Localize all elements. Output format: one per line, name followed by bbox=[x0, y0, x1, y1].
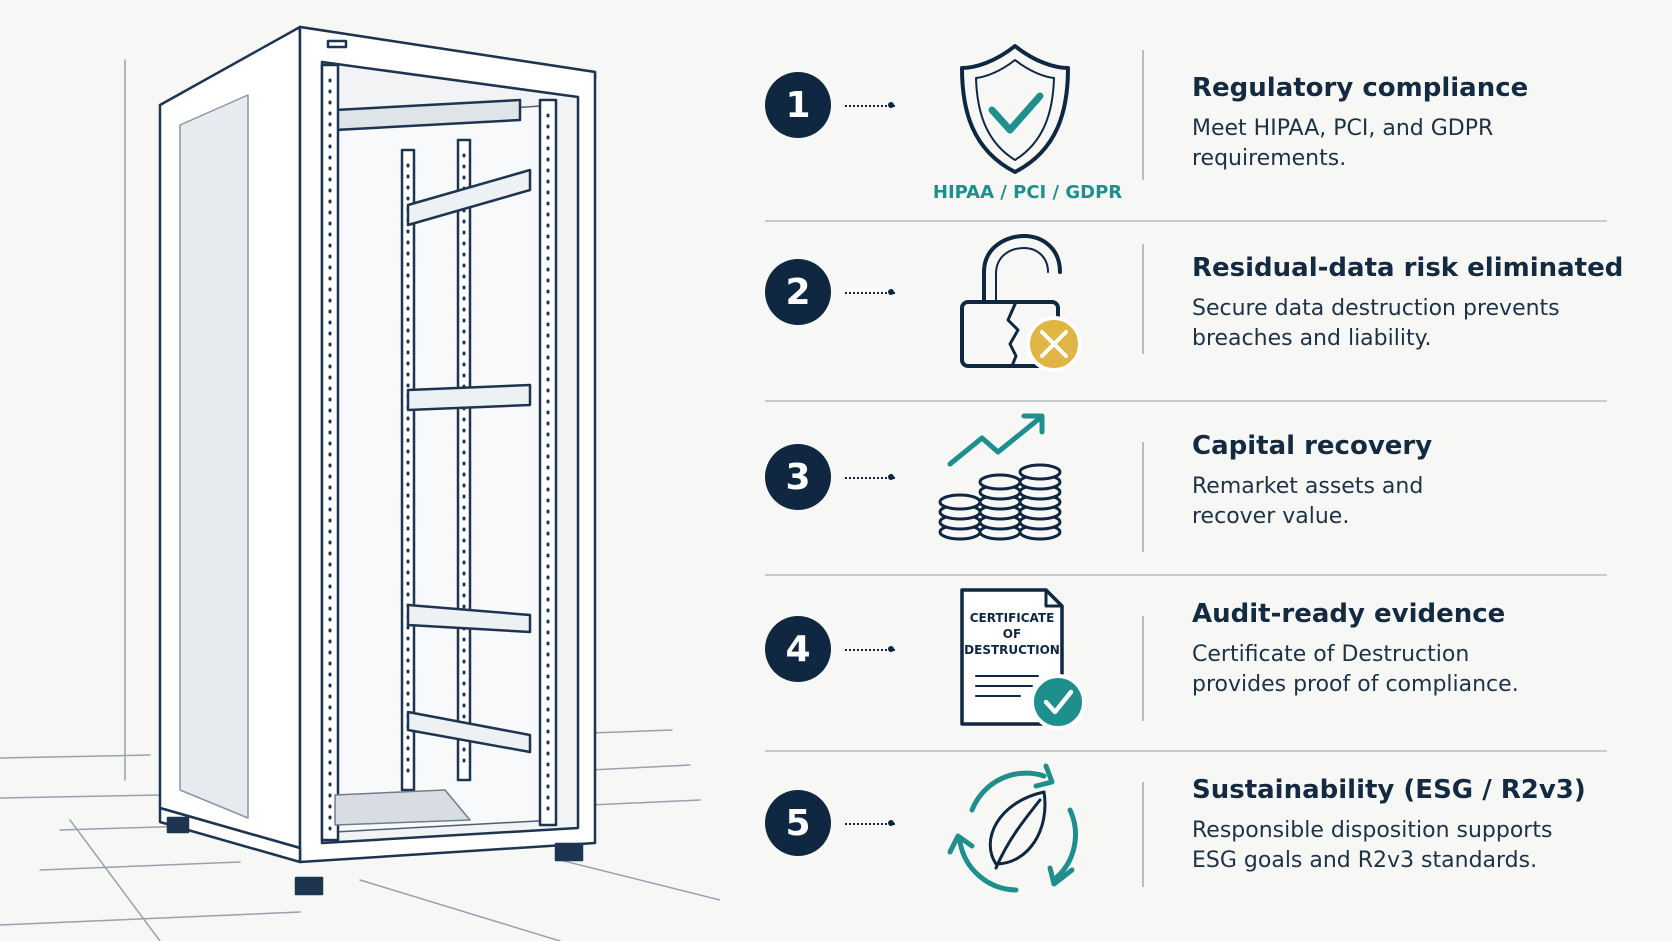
certificate-check-icon: CERTIFICATE OF DESTRUCTION bbox=[920, 584, 1110, 734]
dotted-connector bbox=[845, 823, 895, 825]
rack-foot bbox=[294, 876, 324, 896]
vertical-divider bbox=[1142, 782, 1144, 887]
benefit-row: 1 HIPAA / PCI / GDPR Regulatory complian… bbox=[760, 40, 1610, 212]
benefit-title: Regulatory compliance bbox=[1192, 73, 1529, 103]
rail-holes bbox=[328, 78, 550, 832]
connector-dot bbox=[888, 102, 894, 108]
number-badge: 3 bbox=[765, 444, 831, 510]
shield-check-icon: HIPAA / PCI / GDPR bbox=[920, 40, 1122, 203]
vertical-divider bbox=[1142, 442, 1144, 552]
number-badge: 5 bbox=[765, 790, 831, 856]
dotted-connector bbox=[845, 649, 895, 651]
number-badge: 4 bbox=[765, 616, 831, 682]
benefit-description: Certificate of Destruction provides proo… bbox=[1192, 642, 1519, 697]
benefit-description: Responsible disposition supports ESG goa… bbox=[1192, 818, 1553, 873]
benefit-description: Secure data destruction prevents breache… bbox=[1192, 296, 1560, 351]
benefit-title: Residual-data risk eliminated bbox=[1192, 253, 1624, 283]
benefit-text: Sustainability (ESG / R2v3) Responsible … bbox=[1192, 774, 1612, 876]
benefit-row: 5 Sustainability (ESG / R2v3) Responsibl… bbox=[760, 762, 1610, 934]
benefit-row: 3 bbox=[760, 412, 1610, 584]
certificate-text: CERTIFICATE bbox=[970, 611, 1055, 625]
connector-dot bbox=[888, 646, 894, 652]
rear-rail-left bbox=[400, 148, 416, 792]
row-divider bbox=[765, 750, 1607, 752]
benefit-text: Residual-data risk eliminated Secure dat… bbox=[1192, 252, 1624, 354]
connector-dot bbox=[888, 474, 894, 480]
dotted-connector bbox=[845, 105, 895, 107]
benefit-text: Regulatory compliance Meet HIPAA, PCI, a… bbox=[1192, 72, 1612, 174]
server-rack-illustration bbox=[0, 25, 720, 941]
benefit-text: Audit-ready evidence Certificate of Dest… bbox=[1192, 598, 1612, 700]
icon-caption: HIPAA / PCI / GDPR bbox=[932, 182, 1123, 203]
floor-vent bbox=[334, 789, 471, 826]
benefit-title: Sustainability (ESG / R2v3) bbox=[1192, 775, 1586, 805]
certificate-text: DESTRUCTION bbox=[964, 643, 1060, 657]
vertical-divider bbox=[1142, 244, 1144, 354]
connector-dot bbox=[888, 820, 894, 826]
leaf-recycle-icon bbox=[920, 760, 1110, 910]
number-badge: 1 bbox=[765, 72, 831, 138]
rack-foot bbox=[554, 842, 584, 862]
vertical-divider bbox=[1142, 616, 1144, 721]
benefit-text: Capital recovery Remarket assets and rec… bbox=[1192, 430, 1612, 532]
rack-foot bbox=[166, 816, 190, 834]
certificate-text: OF bbox=[1003, 627, 1021, 641]
front-rail-right bbox=[538, 98, 558, 827]
row-divider bbox=[765, 400, 1607, 402]
benefit-row: 2 Residual-data risk eliminated Secure d… bbox=[760, 232, 1624, 404]
rack-label-slot bbox=[326, 39, 348, 49]
side-vent-mesh bbox=[179, 94, 249, 819]
benefit-description: Meet HIPAA, PCI, and GDPR requirements. bbox=[1192, 116, 1494, 171]
broken-padlock-x-icon bbox=[920, 232, 1110, 382]
row-divider bbox=[765, 220, 1607, 222]
coins-trend-up-icon bbox=[920, 412, 1110, 562]
row-divider bbox=[765, 574, 1607, 576]
rack-shelves bbox=[406, 168, 532, 754]
rack-base bbox=[158, 806, 302, 864]
connector-dot bbox=[888, 289, 894, 295]
benefits-list: 1 HIPAA / PCI / GDPR Regulatory complian… bbox=[760, 40, 1624, 920]
benefit-row: 4 CERTIFICATE OF DESTRUCTION Audit-ready… bbox=[760, 586, 1610, 758]
dotted-connector bbox=[845, 292, 895, 294]
number-badge: 2 bbox=[765, 259, 831, 325]
benefit-title: Audit-ready evidence bbox=[1192, 599, 1506, 629]
vertical-divider bbox=[1142, 50, 1144, 180]
floor-lines bbox=[0, 729, 720, 941]
benefit-description: Remarket assets and recover value. bbox=[1192, 474, 1424, 529]
benefit-title: Capital recovery bbox=[1192, 431, 1433, 461]
dotted-connector bbox=[845, 477, 895, 479]
